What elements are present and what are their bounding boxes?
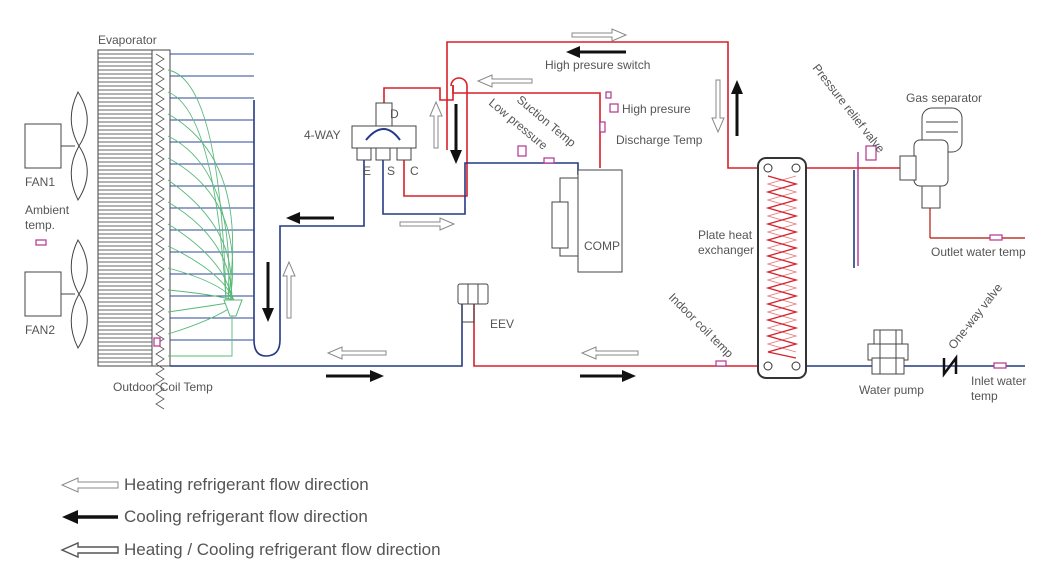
sensor-discharge-temp — [599, 121, 606, 133]
label-port-e: E — [363, 164, 371, 178]
four-way-valve — [351, 102, 417, 161]
blue-pipes — [170, 100, 1025, 367]
label-ambient-temp-2: temp. — [25, 218, 55, 232]
compressor-body — [577, 169, 623, 273]
plate-heat-exchanger — [757, 157, 807, 379]
water-outlet-pipe — [929, 180, 1025, 239]
label-eev: EEV — [490, 317, 514, 331]
four-way-port-e — [356, 147, 372, 161]
label-plate-hx-1: Plate heat — [698, 228, 753, 242]
sensor-high-pressure-switch — [605, 91, 612, 99]
evaporator-distributor-green — [167, 69, 237, 357]
label-plate-hx-2: exchanger — [698, 243, 754, 257]
pipe-4way-e-to-coil — [253, 100, 365, 357]
pipe-coil-to-eev — [170, 302, 463, 367]
eev-body — [457, 283, 489, 305]
four-way-port-d — [375, 102, 393, 127]
heating-arrow-suction — [399, 217, 456, 231]
legend-heating-text: Heating refrigerant flow direction — [124, 475, 369, 494]
label-inlet-water-temp-1: Inlet water — [971, 374, 1026, 388]
heating-arrow-coil-up — [282, 260, 296, 319]
label-indoor-coil-temp: Indoor coil temp — [666, 290, 737, 361]
label-high-pressure: High presure — [622, 102, 691, 116]
fan2-motor — [24, 271, 62, 317]
legend-both-arrow-icon — [60, 541, 119, 559]
label-inlet-water-temp-2: temp — [971, 389, 998, 403]
fan2 — [24, 238, 88, 350]
distributor — [223, 299, 243, 317]
label-water-pump: Water pump — [859, 383, 924, 397]
pipe-4way-c-down — [403, 77, 468, 197]
heating-arrow-bottom-left — [326, 346, 387, 360]
evaporator — [97, 49, 254, 410]
sensor-indoor-coil-temp — [715, 360, 727, 367]
pipe-top-loop — [446, 41, 758, 169]
flow-arrows — [262, 28, 743, 382]
heating-arrows — [282, 28, 725, 360]
label-fan1: FAN1 — [25, 175, 55, 189]
sensor-suction-temp — [543, 157, 555, 164]
pipe-4way-d-to-loop — [383, 85, 454, 103]
fan1-blade-upper — [70, 90, 88, 147]
sensor-low-pressure — [517, 145, 527, 157]
gas-separator — [899, 107, 963, 209]
legend-both-text: Heating / Cooling refrigerant flow direc… — [124, 540, 441, 559]
label-pressure-relief-valve: Pressure relief valve — [810, 61, 888, 156]
label-outdoor-coil-temp: Outdoor Coil Temp — [113, 380, 213, 394]
sensor-outdoor-coil-temp — [153, 337, 161, 347]
label-evaporator: Evaporator — [98, 33, 157, 47]
label-four-way: 4-WAY — [304, 128, 341, 142]
four-way-internal-blue — [365, 128, 401, 141]
legend: Heating refrigerant flow direction Cooli… — [60, 475, 441, 559]
label-ambient-temp-1: Ambient — [25, 203, 70, 217]
label-discharge-temp: Discharge Temp — [616, 133, 703, 147]
fan1-motor — [24, 123, 62, 169]
label-comp: COMP — [584, 239, 620, 253]
evaporator-coil-zigzag — [155, 53, 165, 410]
pipe-4way-s-to-comp — [382, 158, 579, 215]
heating-arrow-loop-right — [711, 79, 725, 134]
label-outlet-water-temp: Outlet water temp — [931, 245, 1026, 259]
sensor-high-pressure — [609, 103, 619, 113]
sensors — [35, 91, 1007, 369]
label-gas-separator: Gas separator — [906, 91, 982, 105]
compressor — [551, 169, 623, 273]
heating-arrow-4way-up — [429, 100, 443, 149]
eev-valve — [457, 283, 489, 323]
fan1 — [24, 90, 88, 202]
one-way-valve — [942, 354, 958, 378]
heating-arrow-bottom-right — [580, 346, 639, 360]
sensor-outlet-water-temp — [989, 234, 1003, 241]
label-fan2: FAN2 — [25, 323, 55, 337]
legend-both: Heating / Cooling refrigerant flow direc… — [60, 540, 441, 559]
fan1-blade-lower — [70, 145, 88, 202]
cooling-arrows — [262, 46, 743, 382]
fan2-blade-upper — [70, 238, 88, 295]
four-way-port-c — [396, 147, 412, 161]
legend-cooling: Cooling refrigerant flow direction — [62, 507, 368, 526]
accumulator — [551, 201, 569, 249]
label-port-d: D — [390, 107, 399, 121]
sensor-inlet-water-temp — [993, 362, 1007, 369]
water-pump — [867, 329, 909, 375]
sensor-ambient-temp — [35, 239, 47, 246]
sensor-pressure-relief — [865, 145, 877, 161]
evaporator-circuits-blue — [170, 53, 254, 341]
label-high-pressure-switch: High presure switch — [545, 58, 650, 72]
heating-arrow-top — [571, 28, 628, 42]
red-pipes — [363, 41, 900, 367]
four-way-port-s — [375, 147, 391, 161]
legend-cooling-text: Cooling refrigerant flow direction — [124, 507, 368, 526]
evaporator-fins — [97, 49, 153, 367]
label-one-way-valve: One-way valve — [945, 280, 1005, 351]
label-port-c: C — [410, 164, 419, 178]
label-port-s: S — [387, 164, 395, 178]
legend-heating-arrow-icon — [60, 477, 119, 493]
fan2-blade-lower — [70, 293, 88, 350]
heating-arrow-high-pressure — [476, 74, 533, 88]
legend-heating: Heating refrigerant flow direction — [60, 475, 369, 494]
